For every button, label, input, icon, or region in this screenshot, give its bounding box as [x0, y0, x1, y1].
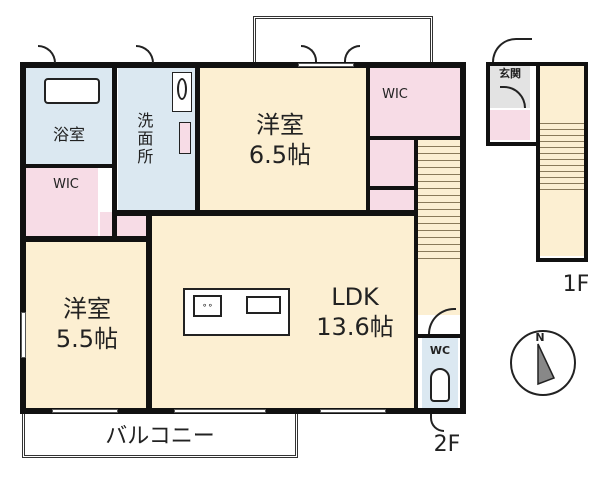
- window-room1-top: [298, 63, 354, 67]
- wall-wash-room1: [195, 62, 200, 214]
- closet-small: [370, 140, 414, 188]
- window-ldk-bottom-1: [174, 409, 266, 413]
- door-wash-top: [136, 45, 154, 63]
- stair-treads-1f: [540, 118, 584, 192]
- wall-wc-top: [414, 334, 464, 338]
- basin-oval: [177, 78, 187, 100]
- entrance-label: 玄関: [499, 67, 521, 80]
- western-room-1-label: 洋室: [256, 111, 304, 139]
- closet-hall: [370, 190, 414, 212]
- wc-label: WC: [429, 344, 451, 357]
- stairs-area: [418, 140, 460, 260]
- window-room2-bottom: [52, 409, 118, 413]
- wic-left-label: WIC: [53, 177, 79, 192]
- toilet: [430, 368, 450, 402]
- wall-bath-wic: [20, 164, 116, 168]
- wic-left-area: [26, 166, 98, 236]
- entrance-step: [490, 110, 530, 140]
- western-room-2-label: 洋室: [63, 295, 111, 323]
- north-arrow-icon: [537, 343, 556, 386]
- bathtub: [44, 78, 100, 104]
- door-entrance-outer: [492, 38, 532, 62]
- washroom-label: 洗面所: [134, 112, 154, 166]
- door-wc-out: [430, 414, 444, 432]
- wic-top-label: WIC: [382, 87, 408, 102]
- wall-1f-entrance-bottom: [486, 142, 540, 146]
- floor-2f-label: 2F: [433, 432, 461, 457]
- wic-top-area: [370, 68, 460, 136]
- floor-plan-1f: 玄関 1F: [470, 0, 609, 300]
- door-bath-top: [38, 45, 56, 63]
- window-room2-left: [21, 312, 26, 358]
- compass: N: [510, 330, 576, 396]
- corridor-area: [418, 260, 460, 315]
- floor-plan-2f: ∘∘ 浴室 洗面所 WIC 洋室 6.5帖 WIC 洋室 5.5帖 LDK 13…: [20, 16, 466, 458]
- upper-balcony: [253, 16, 433, 64]
- window-ldk-bottom-2: [320, 409, 386, 413]
- wall-ldk-stairs: [414, 136, 418, 414]
- balcony: [22, 414, 298, 458]
- door-balcony-right: [344, 45, 360, 62]
- wall-1f-mid: [536, 62, 540, 262]
- wall-wic-bottom: [20, 236, 150, 242]
- western-room-2-area: [26, 242, 146, 408]
- sink: [246, 296, 281, 314]
- western-room-1-area: [200, 68, 366, 210]
- wall-room1-bottom: [112, 210, 418, 216]
- compass-north-label: N: [535, 331, 545, 344]
- wall-1f-right: [584, 62, 588, 262]
- stove: ∘∘: [193, 295, 222, 317]
- wall-top: [20, 62, 466, 68]
- ldk-label: LDK: [331, 283, 379, 311]
- wall-1f-bottom: [536, 258, 588, 262]
- washer-spot: [179, 122, 191, 154]
- wall-bath-wash: [112, 62, 117, 242]
- balcony-label: バルコニー: [105, 424, 215, 449]
- ldk-size: 13.6帖: [316, 313, 394, 341]
- western-room-2-size: 5.5帖: [55, 325, 119, 353]
- wall-right: [460, 62, 466, 414]
- wall-room2-ldk: [146, 210, 152, 414]
- wall-1f-left: [486, 62, 490, 146]
- floor-1f-label: 1F: [562, 272, 590, 297]
- bathroom-label: 浴室: [52, 125, 85, 144]
- western-room-1-size: 6.5帖: [248, 141, 312, 169]
- wall-closet-mid: [366, 186, 416, 190]
